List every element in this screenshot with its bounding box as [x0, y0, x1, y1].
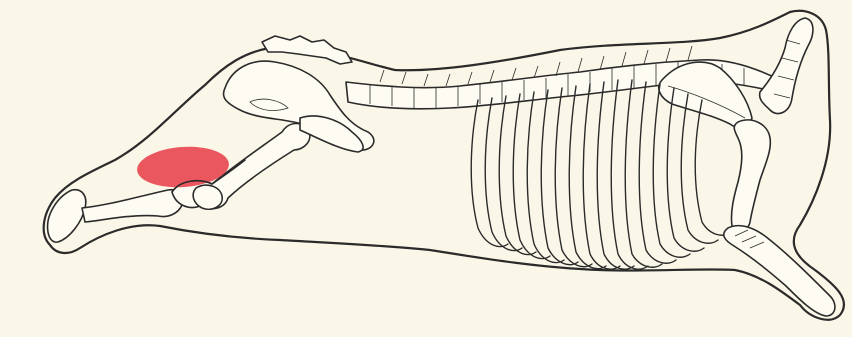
humerus-bone [731, 120, 770, 231]
ischium-bone [300, 116, 363, 152]
neck-vertebrae [760, 18, 813, 114]
tail-vertebrae [262, 36, 352, 64]
stifle-bone [193, 185, 222, 209]
hind-shank-bone [82, 190, 183, 222]
hind-hoof [48, 190, 86, 242]
